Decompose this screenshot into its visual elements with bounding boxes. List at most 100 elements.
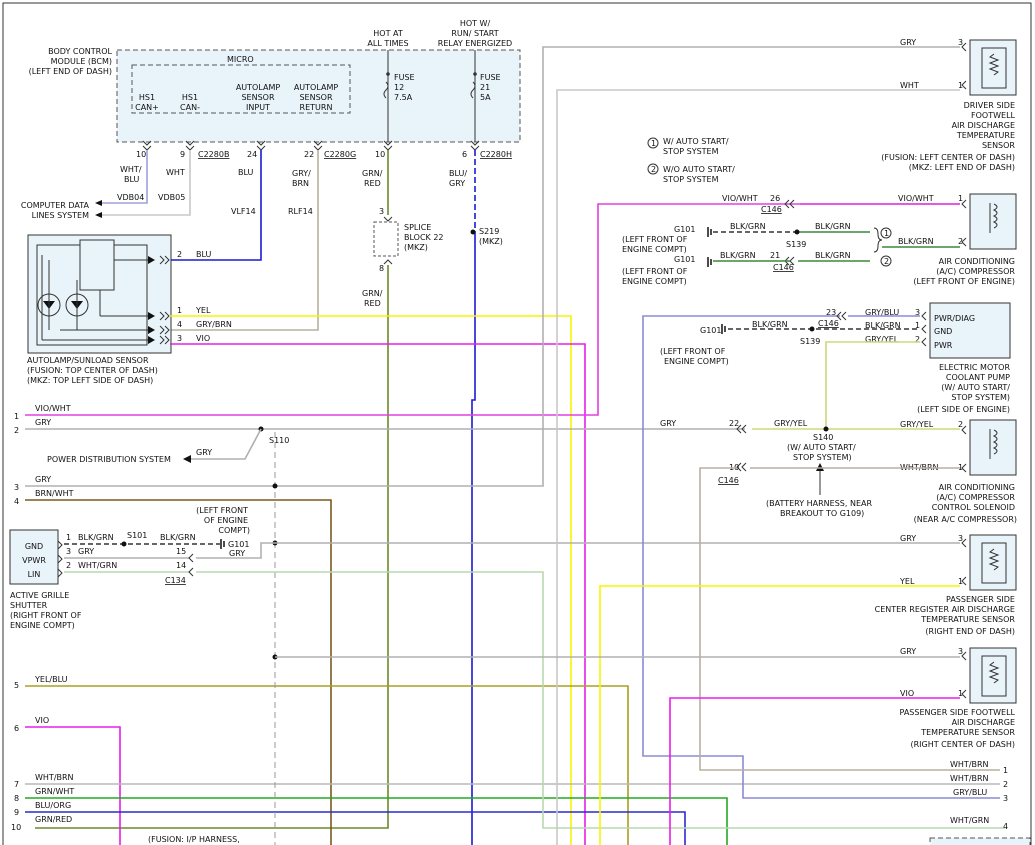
svg-text:VIO/WHT: VIO/WHT <box>35 404 71 413</box>
svg-text:WHT: WHT <box>166 168 185 177</box>
s101-label: S101 <box>127 531 147 540</box>
svg-text:BLK/GRN: BLK/GRN <box>815 222 851 231</box>
svg-text:1: 1 <box>958 194 963 203</box>
svg-text:WHT/: WHT/ <box>120 165 142 174</box>
svg-text:BLK/GRN: BLK/GRN <box>898 237 934 246</box>
svg-text:8: 8 <box>14 794 19 803</box>
wire-yel-blu <box>25 685 629 845</box>
svg-text:1: 1 <box>177 306 182 315</box>
svg-text:S139: S139 <box>786 240 806 249</box>
svg-text:STOP SYSTEM: STOP SYSTEM <box>663 147 719 156</box>
svg-text:TEMPERATURE SENSOR: TEMPERATURE SENSOR <box>920 615 1015 624</box>
svg-text:1: 1 <box>958 577 963 586</box>
svg-text:1: 1 <box>651 139 656 148</box>
svg-text:21: 21 <box>480 83 490 92</box>
ground-icon <box>220 539 225 549</box>
svg-text:2: 2 <box>1003 780 1008 789</box>
wire-grn-red <box>35 265 389 829</box>
svg-text:VLF14: VLF14 <box>231 207 256 216</box>
svg-text:WHT/BRN: WHT/BRN <box>35 773 74 782</box>
svg-text:(LEFT FRONT: (LEFT FRONT <box>196 506 248 515</box>
svg-text:2: 2 <box>66 561 71 570</box>
svg-text:5: 5 <box>14 681 19 690</box>
svg-text:(RIGHT FRONT OF: (RIGHT FRONT OF <box>10 611 82 620</box>
svg-text:SHUTTER: SHUTTER <box>10 601 48 610</box>
micro-label: MICRO <box>227 55 254 64</box>
svg-text:(NEAR A/C COMPRESSOR): (NEAR A/C COMPRESSOR) <box>914 515 1017 524</box>
battery-harness-label: (BATTERY HARNESS, NEAR BREAKOUT TO G109) <box>766 499 872 518</box>
svg-text:RED: RED <box>364 179 381 188</box>
hot-labels: HOT AT ALL TIMES HOT W/ RUN/ START RELAY… <box>367 19 512 48</box>
svg-text:RLF14: RLF14 <box>288 207 313 216</box>
svg-text:12: 12 <box>394 83 404 92</box>
svg-text:(MKZ: LEFT END OF DASH): (MKZ: LEFT END OF DASH) <box>909 163 1015 172</box>
svg-text:2: 2 <box>915 335 920 344</box>
svg-text:2: 2 <box>958 237 963 246</box>
svg-text:GRY/: GRY/ <box>292 169 311 178</box>
svg-text:4: 4 <box>177 320 182 329</box>
svg-text:STOP SYSTEM): STOP SYSTEM) <box>793 453 852 462</box>
bcm-pin-labels: HS1 CAN+ HS1 CAN- AUTOLAMP SENSOR INPUT … <box>135 83 338 112</box>
wire-gry-blu <box>642 315 1000 799</box>
g101-grille-label: G101 <box>228 540 249 549</box>
passenger-center-sensor: 3 1 GRY YEL PASSENGER SIDE CENTER REGIST… <box>875 534 1017 636</box>
svg-text:GRN/RED: GRN/RED <box>35 815 72 824</box>
svg-text:2: 2 <box>884 257 889 266</box>
svg-text:(MKZ): (MKZ) <box>404 243 428 252</box>
svg-text:26: 26 <box>770 194 780 203</box>
s139-dot <box>794 229 800 235</box>
svg-text:AIR DISCHARGE: AIR DISCHARGE <box>952 718 1015 727</box>
s139-pump-dot <box>809 326 815 332</box>
svg-text:VIO/WHT: VIO/WHT <box>722 194 758 203</box>
svg-text:GRY: GRY <box>78 547 94 556</box>
svg-text:WHT: WHT <box>900 81 919 90</box>
s101-dot <box>121 541 127 547</box>
svg-text:(LEFT FRONT OF: (LEFT FRONT OF <box>622 235 688 244</box>
splice-dot <box>272 483 278 489</box>
svg-text:(FUSION: LEFT CENTER OF DASH): (FUSION: LEFT CENTER OF DASH) <box>881 153 1015 162</box>
wire-blu-org <box>25 811 686 845</box>
svg-text:8: 8 <box>379 264 384 273</box>
svg-text:BODY CONTROL: BODY CONTROL <box>48 47 112 56</box>
s140-dot <box>823 426 829 432</box>
svg-text:COOLANT PUMP: COOLANT PUMP <box>946 373 1010 382</box>
svg-text:AUTOLAMP: AUTOLAMP <box>294 83 339 92</box>
svg-text:S140: S140 <box>813 433 833 442</box>
svg-text:4: 4 <box>14 497 19 506</box>
svg-text:SPLICE: SPLICE <box>404 223 431 232</box>
autolamp-sensor <box>27 234 172 354</box>
svg-text:6: 6 <box>14 724 19 733</box>
svg-text:(W/ AUTO START/: (W/ AUTO START/ <box>787 443 856 452</box>
ac-wiring-left: VIO/WHT 26 C146 G101 (LEFT FRONT OF ENGI… <box>622 194 892 286</box>
wire-vio <box>170 343 586 845</box>
svg-text:(LEFT SIDE OF ENGINE): (LEFT SIDE OF ENGINE) <box>917 405 1010 414</box>
svg-text:LINES SYSTEM: LINES SYSTEM <box>32 211 89 220</box>
svg-text:W/ AUTO START/: W/ AUTO START/ <box>663 137 729 146</box>
passenger-footwell-sensor: 3 1 GRY VIO PASSENGER SIDE FOOTWELL AIR … <box>900 647 1017 749</box>
svg-text:G101: G101 <box>674 225 695 234</box>
svg-text:C2280G: C2280G <box>324 150 356 159</box>
svg-text:1: 1 <box>14 412 19 421</box>
svg-text:W/O AUTO START/: W/O AUTO START/ <box>663 165 735 174</box>
svg-text:ENGINE COMPT): ENGINE COMPT) <box>664 357 729 366</box>
svg-text:BLU/ORG: BLU/ORG <box>35 801 71 810</box>
svg-text:BLOCK 22: BLOCK 22 <box>404 233 444 242</box>
wire-gry-grille <box>64 542 960 559</box>
svg-text:YEL: YEL <box>195 306 211 315</box>
svg-text:WHT/BRN: WHT/BRN <box>950 774 989 783</box>
svg-text:GRN/: GRN/ <box>362 169 383 178</box>
svg-text:GRN/: GRN/ <box>362 289 383 298</box>
wire-wht-driver <box>556 89 960 845</box>
bcm-title: BODY CONTROL MODULE (BCM) (LEFT END OF D… <box>29 47 113 76</box>
svg-text:5A: 5A <box>480 93 491 102</box>
svg-text:2: 2 <box>651 165 656 174</box>
svg-text:(RIGHT END OF DASH): (RIGHT END OF DASH) <box>925 627 1015 636</box>
svg-text:PASSENGER SIDE FOOTWELL: PASSENGER SIDE FOOTWELL <box>900 708 1016 717</box>
svg-text:10: 10 <box>11 823 21 832</box>
svg-text:BREAKOUT TO G109): BREAKOUT TO G109) <box>780 509 864 518</box>
c146-chevron <box>836 311 847 321</box>
svg-text:GRY/YEL: GRY/YEL <box>900 420 934 429</box>
svg-text:CAN-: CAN- <box>180 103 200 112</box>
